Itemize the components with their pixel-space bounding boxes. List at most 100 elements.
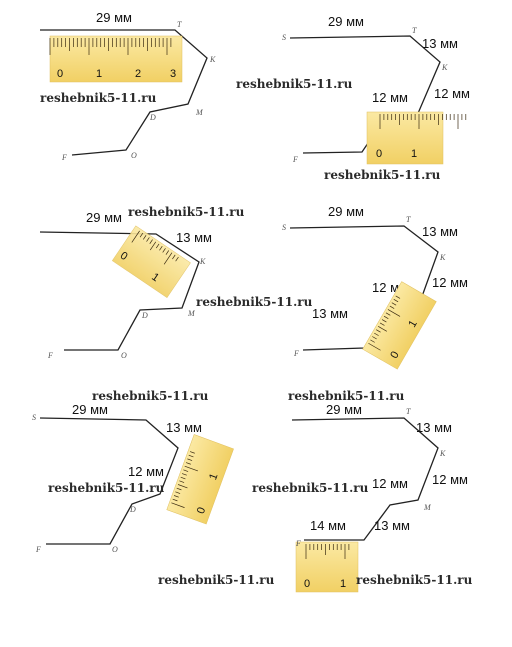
panel-5: 29 мм 13 мм 12 мм 0 1 S D O F reshebnik5… bbox=[32, 389, 234, 554]
polyline-path bbox=[40, 29, 208, 156]
point-label-s: S bbox=[32, 413, 36, 422]
point-label-k: K bbox=[439, 449, 446, 458]
ruler-tick bbox=[180, 476, 186, 480]
point-label-k: K bbox=[439, 253, 446, 262]
panel-3: 29 мм 13 мм 0 1 K M D O F reshebnik5-11.… bbox=[39, 205, 245, 360]
panel-2: 29 мм 13 мм 12 мм 12 мм 0 1 S T K F resh… bbox=[236, 14, 470, 182]
point-label-f: F bbox=[35, 545, 41, 554]
ruler-tick bbox=[393, 299, 399, 303]
ruler-tick bbox=[139, 232, 144, 238]
ruler-tick bbox=[377, 326, 387, 332]
point-label-d: D bbox=[149, 113, 156, 122]
ruler-num-1: 1 bbox=[411, 148, 417, 160]
ruler: 0 1 bbox=[362, 281, 437, 370]
ruler-tick bbox=[389, 305, 395, 309]
watermark: reshebnik5-11.ru bbox=[40, 91, 157, 105]
point-label-o: O bbox=[121, 351, 127, 360]
measure-st: 29 мм bbox=[326, 402, 362, 417]
ruler-tick bbox=[171, 502, 185, 508]
measure-km: 12 мм bbox=[432, 275, 468, 290]
ruler-num-1: 1 bbox=[149, 271, 161, 284]
panel-4: 29 мм 13 мм 12 мм 12 мм 13 мм 0 1 S T K … bbox=[196, 204, 468, 370]
ruler-num-0: 0 bbox=[118, 250, 130, 263]
point-label-t: T bbox=[406, 215, 411, 224]
measure-do: 13 мм bbox=[312, 306, 348, 321]
ruler-tick bbox=[383, 315, 389, 320]
measure-km: 12 мм bbox=[128, 464, 164, 479]
watermark: reshebnik5-11.ru bbox=[356, 573, 473, 587]
point-label-d: D bbox=[129, 505, 136, 514]
ruler-tick bbox=[187, 458, 193, 461]
measure-do: 13 мм bbox=[374, 518, 410, 533]
ruler-tick bbox=[175, 491, 181, 494]
watermark: reshebnik5-11.ru bbox=[128, 205, 245, 219]
point-label-t: T bbox=[406, 407, 411, 416]
point-label-m: M bbox=[423, 503, 432, 512]
watermark: reshebnik5-11.ru bbox=[158, 573, 275, 587]
ruler-tick bbox=[172, 254, 176, 260]
point-label-k: K bbox=[209, 55, 216, 64]
polyline-path bbox=[39, 417, 179, 545]
ruler-tick bbox=[185, 462, 191, 465]
ruler-tick bbox=[184, 465, 199, 472]
ruler-tick bbox=[159, 245, 163, 251]
measure-tk: 13 мм bbox=[166, 420, 202, 435]
watermark: reshebnik5-11.ru bbox=[324, 168, 441, 182]
point-label-f: F bbox=[292, 155, 298, 164]
watermark: reshebnik5-11.ru bbox=[252, 481, 369, 495]
ruler-tick bbox=[131, 230, 140, 243]
measure-st: 29 мм bbox=[96, 10, 132, 25]
polyline-path bbox=[291, 417, 439, 541]
polyline-path bbox=[39, 231, 200, 351]
measure-tk: 13 мм bbox=[422, 36, 458, 51]
ruler-num-0: 0 bbox=[376, 148, 382, 160]
ruler-tick bbox=[379, 322, 385, 326]
point-label-s: S bbox=[282, 33, 286, 42]
point-label-m: M bbox=[195, 108, 204, 117]
ruler-num-1: 1 bbox=[96, 68, 102, 80]
point-label-t: T bbox=[177, 20, 182, 29]
ruler-tick bbox=[387, 309, 401, 317]
point-label-f: F bbox=[295, 539, 301, 548]
ruler-tick bbox=[173, 495, 179, 498]
ruler: 0 1 2 3 bbox=[49, 35, 183, 83]
ruler-tick bbox=[179, 480, 185, 483]
ruler-tick bbox=[374, 332, 379, 336]
ruler: 0 1 bbox=[366, 111, 467, 165]
ruler: 0 1 bbox=[295, 541, 359, 593]
ruler-num-1: 1 bbox=[406, 318, 419, 329]
ruler-tick bbox=[163, 252, 173, 265]
point-label-o: O bbox=[112, 545, 118, 554]
measure-md: 12 мм bbox=[372, 90, 408, 105]
measure-st: 29 мм bbox=[72, 402, 108, 417]
ruler-tick bbox=[376, 329, 381, 333]
ruler-tick bbox=[368, 342, 381, 351]
point-label-f: F bbox=[293, 349, 299, 358]
ruler-tick bbox=[177, 484, 188, 489]
measure-md: 12 мм bbox=[372, 476, 408, 491]
ruler-num-0: 0 bbox=[304, 578, 310, 590]
ruler-tick bbox=[165, 250, 170, 255]
ruler: 0 1 bbox=[166, 434, 234, 525]
ruler-tick bbox=[176, 487, 182, 491]
point-label-d: D bbox=[141, 311, 148, 320]
ruler-num-2: 2 bbox=[135, 68, 141, 80]
measure-of: 14 мм bbox=[310, 518, 346, 533]
ruler-num-0: 0 bbox=[195, 506, 208, 516]
watermark: reshebnik5-11.ru bbox=[236, 77, 353, 91]
panel-1: 29 мм 0 1 2 3 T K M D O F reshebnik5-11.… bbox=[40, 10, 216, 162]
panel-6: 29 мм 13 мм 12 мм 12 мм 13 мм 14 мм 0 1 … bbox=[158, 389, 473, 593]
measure-st: 29 мм bbox=[328, 204, 364, 219]
point-label-o: O bbox=[131, 151, 137, 160]
ruler-tick bbox=[175, 256, 179, 262]
ruler-tick bbox=[172, 498, 178, 502]
measure-st: 29 мм bbox=[86, 210, 122, 225]
point-label-k: K bbox=[199, 257, 206, 266]
measure-km: 12 мм bbox=[434, 86, 470, 101]
measure-tk: 13 мм bbox=[422, 224, 458, 239]
point-label-m: M bbox=[187, 309, 196, 318]
ruler-tick bbox=[189, 451, 195, 454]
ruler-num-3: 3 bbox=[170, 68, 176, 80]
ruler-tick bbox=[372, 336, 377, 340]
